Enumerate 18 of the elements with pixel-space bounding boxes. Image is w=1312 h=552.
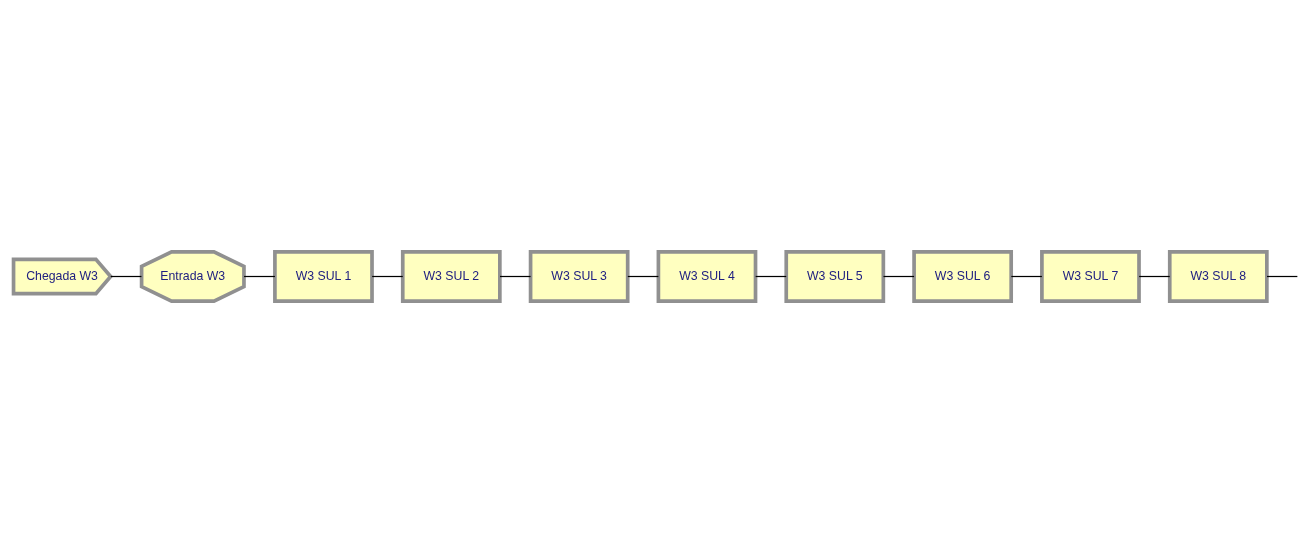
connector <box>1138 275 1171 277</box>
connector <box>1010 275 1043 277</box>
connector <box>627 275 660 277</box>
connector <box>882 275 915 277</box>
connector <box>110 275 143 277</box>
node-box: W3 SUL 4 <box>656 249 758 303</box>
node-box: W3 SUL 7 <box>1040 249 1141 303</box>
node-box: W3 SUL 6 <box>912 249 1014 303</box>
node-box: W3 SUL 3 <box>528 249 630 303</box>
connector <box>243 275 276 277</box>
connector <box>755 275 787 277</box>
connector <box>1266 275 1298 277</box>
node-box: W3 SUL 5 <box>784 249 886 303</box>
connector <box>371 275 404 277</box>
node-box: W3 SUL 8 <box>1167 249 1269 303</box>
node-box: W3 SUL 1 <box>273 249 374 303</box>
connector <box>499 275 532 277</box>
node-box: W3 SUL 2 <box>400 249 502 303</box>
